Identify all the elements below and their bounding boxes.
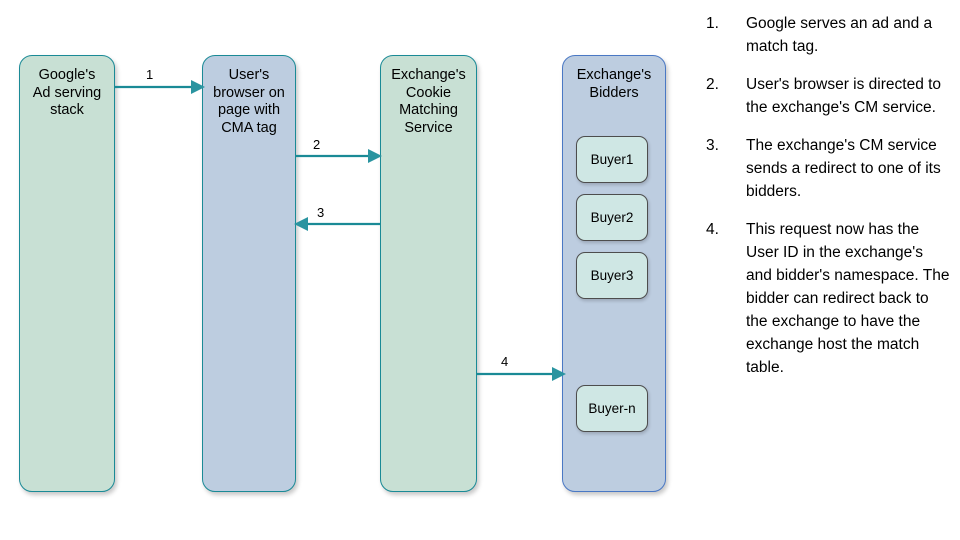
step-3-number: 3.	[706, 137, 719, 154]
step-4-number: 4.	[706, 221, 719, 238]
buyer-box-1: Buyer1	[576, 136, 648, 183]
lane-google-label: Google's Ad serving stack	[32, 67, 102, 118]
arrow-2-number: 2	[313, 137, 321, 152]
lane-user-browser: User's browser on page with CMA tag	[202, 55, 296, 492]
step-2-number: 2.	[706, 76, 719, 93]
step-item-3: 3. The exchange's CM service sends a red…	[706, 134, 952, 203]
arrow-3-number: 3	[317, 205, 325, 220]
buyer-2-label: Buyer2	[590, 210, 634, 225]
buyer-box-n: Buyer-n	[576, 385, 648, 432]
steps-list: 1. Google serves an ad and a match tag. …	[706, 12, 952, 394]
buyer-box-3: Buyer3	[576, 252, 648, 299]
arrow-1-number: 1	[146, 67, 154, 82]
lane-cms-label: Exchange's Cookie Matching Service	[391, 67, 466, 136]
arrow-3-cms-to-browser	[294, 217, 381, 231]
lane-exchange-cookie-matching-service: Exchange's Cookie Matching Service	[380, 55, 477, 492]
lane-browser-label: User's browser on page with CMA tag	[213, 67, 285, 136]
step-4-text: This request now has the User ID in the …	[746, 221, 950, 376]
step-item-2: 2. User's browser is directed to the exc…	[706, 73, 952, 119]
buyer-1-label: Buyer1	[590, 152, 634, 167]
arrow-4-number: 4	[501, 354, 509, 369]
lane-bidders-label: Exchange's Bidders	[576, 67, 652, 101]
arrow-4-cms-to-bidders	[477, 367, 566, 381]
arrow-2-browser-to-cms	[295, 149, 382, 163]
step-1-number: 1.	[706, 15, 719, 32]
arrow-1-google-to-browser	[114, 80, 205, 94]
buyer-3-label: Buyer3	[590, 268, 634, 283]
step-item-4: 4. This request now has the User ID in t…	[706, 218, 952, 379]
step-1-text: Google serves an ad and a match tag.	[746, 15, 933, 55]
buyer-box-2: Buyer2	[576, 194, 648, 241]
step-2-text: User's browser is directed to the exchan…	[746, 76, 942, 116]
step-item-1: 1. Google serves an ad and a match tag.	[706, 12, 952, 58]
lane-google-ad-serving-stack: Google's Ad serving stack	[19, 55, 115, 492]
buyer-n-label: Buyer-n	[588, 401, 636, 416]
step-3-text: The exchange's CM service sends a redire…	[746, 137, 941, 200]
